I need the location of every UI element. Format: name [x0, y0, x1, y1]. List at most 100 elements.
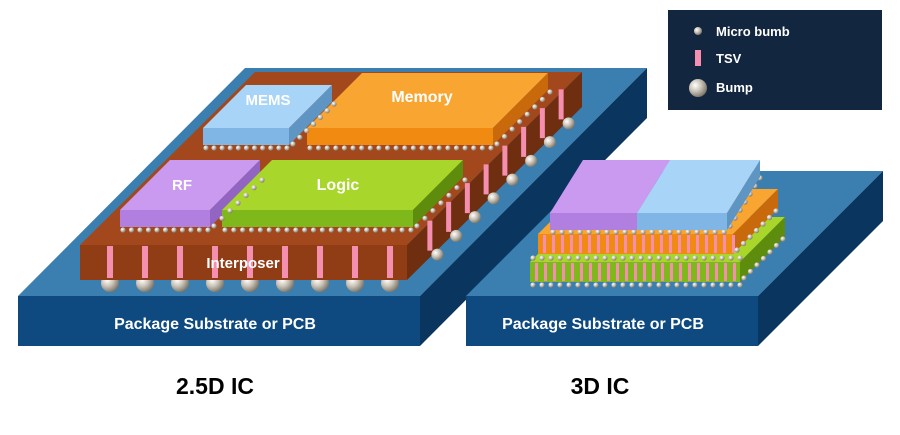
micro-bump — [747, 268, 754, 275]
ic25-tsv-front-row — [107, 246, 393, 278]
micro-bump — [384, 145, 391, 151]
ic25-tsv-side-row — [427, 89, 564, 251]
micro-bump — [222, 227, 228, 233]
tsv — [570, 235, 573, 253]
micro-bump — [188, 227, 194, 233]
micro-bump — [575, 282, 581, 288]
micro-bump — [257, 227, 264, 233]
tsv — [661, 263, 664, 281]
ic25-caption: 2.5D IC — [176, 373, 254, 399]
ic3d-blue-die-top — [637, 160, 760, 213]
micro-bump — [728, 255, 734, 261]
tsv — [561, 235, 564, 253]
micro-bump — [754, 262, 760, 268]
tsv — [387, 246, 393, 278]
tsv — [696, 235, 699, 253]
micro-bump — [319, 227, 326, 233]
micro-bump — [211, 223, 217, 229]
micro-bump — [317, 114, 323, 120]
micro-bump — [602, 282, 608, 288]
micro-bump — [128, 227, 135, 233]
micro-bump — [530, 255, 536, 261]
micro-bump — [602, 255, 608, 261]
tsv — [687, 235, 690, 253]
tsv — [678, 235, 681, 253]
legend-item-bump: Bump — [689, 79, 753, 97]
tsv — [714, 235, 717, 253]
tsv — [669, 235, 672, 253]
tsv — [142, 246, 148, 278]
micro-bump — [676, 229, 682, 235]
micro-bump — [753, 227, 760, 234]
micro-bump — [310, 227, 317, 233]
micro-bump — [331, 101, 337, 107]
tsv — [552, 235, 555, 253]
ic3d-purple-die-front — [550, 213, 637, 230]
micro-bump — [304, 128, 310, 134]
solder-bump — [562, 117, 575, 130]
micro-bump — [734, 247, 740, 253]
solder-bump — [543, 136, 556, 149]
ic3d-substrate-side — [758, 171, 883, 346]
micro-bump — [741, 275, 747, 281]
ic25-micro-bumps — [120, 89, 553, 233]
micro-bump — [430, 208, 436, 214]
micro-bump — [293, 227, 299, 233]
micro-bump — [658, 229, 664, 235]
micro-bump — [462, 145, 468, 151]
tsv — [607, 263, 610, 281]
ic3d-top-blue-die — [637, 160, 760, 230]
logic-chip-front — [222, 210, 413, 227]
tsv — [733, 263, 736, 281]
micro-bump — [674, 282, 680, 288]
micro-bump — [276, 145, 282, 151]
micro-bump — [760, 221, 766, 227]
micro-bump — [346, 227, 352, 233]
legend: Micro bumb TSV Bump — [668, 10, 882, 110]
micro-bump — [595, 229, 601, 235]
ic3d-caption: 3D IC — [571, 373, 630, 399]
micro-bump — [674, 255, 680, 261]
tsv — [212, 246, 218, 278]
micro-bump — [284, 227, 290, 233]
logic-chip-label: Logic — [317, 177, 360, 194]
micro-bump — [638, 255, 644, 261]
micro-bump — [408, 227, 414, 233]
micro-bump — [240, 227, 246, 233]
micro-bump — [539, 255, 545, 261]
micro-bump — [399, 227, 405, 233]
micro-bump — [703, 229, 709, 235]
micro-bump — [584, 282, 590, 288]
legend-label-bump: Bump — [716, 80, 753, 95]
micro-bump — [154, 227, 160, 233]
micro-bump — [260, 145, 266, 151]
bump-icon — [689, 79, 707, 97]
micro-bump — [685, 229, 691, 235]
micro-bump — [584, 255, 590, 261]
micro-bump — [557, 255, 563, 261]
micro-bump — [367, 145, 373, 151]
micro-bump — [284, 145, 290, 151]
micro-bump — [728, 282, 734, 288]
micro-bump — [647, 282, 653, 288]
micro-bump — [566, 255, 572, 261]
micro-bump — [422, 215, 428, 221]
micro-bump — [438, 200, 444, 206]
micro-bump — [333, 145, 339, 151]
micro-bump — [611, 282, 617, 288]
micro-bump — [683, 282, 689, 288]
tsv — [651, 235, 654, 253]
micro-bump — [719, 255, 725, 261]
micro-bump — [454, 185, 460, 191]
micro-bump — [604, 229, 610, 235]
micro-bump — [665, 255, 671, 261]
micro-bump — [649, 229, 655, 235]
tsv — [598, 263, 601, 281]
ic25-assembly: Package Substrate or PCB Interposer MEMS — [18, 68, 647, 399]
micro-bump — [381, 227, 388, 233]
rf-chip-top — [120, 160, 260, 210]
micro-bump — [629, 255, 635, 261]
micro-bump — [611, 255, 617, 261]
tsv — [633, 235, 636, 253]
